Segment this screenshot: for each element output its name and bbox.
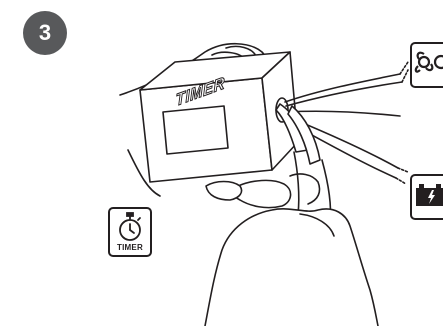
- wire-stub-bottom: [396, 168, 408, 184]
- battery-icon: [410, 174, 443, 220]
- wire-3: [286, 111, 400, 116]
- wire-stub-top: [400, 62, 408, 82]
- gripping-hand-fingers: [206, 182, 242, 201]
- gripping-hand-outline: [205, 209, 378, 326]
- gripping-hand-thumb: [234, 180, 291, 207]
- timer-symbol-box: TIMER: [108, 207, 152, 257]
- fan-symbol-box: [410, 42, 443, 88]
- battery-symbol-box: [410, 174, 443, 220]
- wire-1: [285, 74, 400, 102]
- fan-icon: [410, 42, 443, 88]
- step-number-badge: 3: [23, 11, 67, 55]
- timer-symbol-label: TIMER: [110, 243, 150, 252]
- stopwatch-icon: [110, 211, 150, 245]
- timer-box-display: [163, 106, 228, 154]
